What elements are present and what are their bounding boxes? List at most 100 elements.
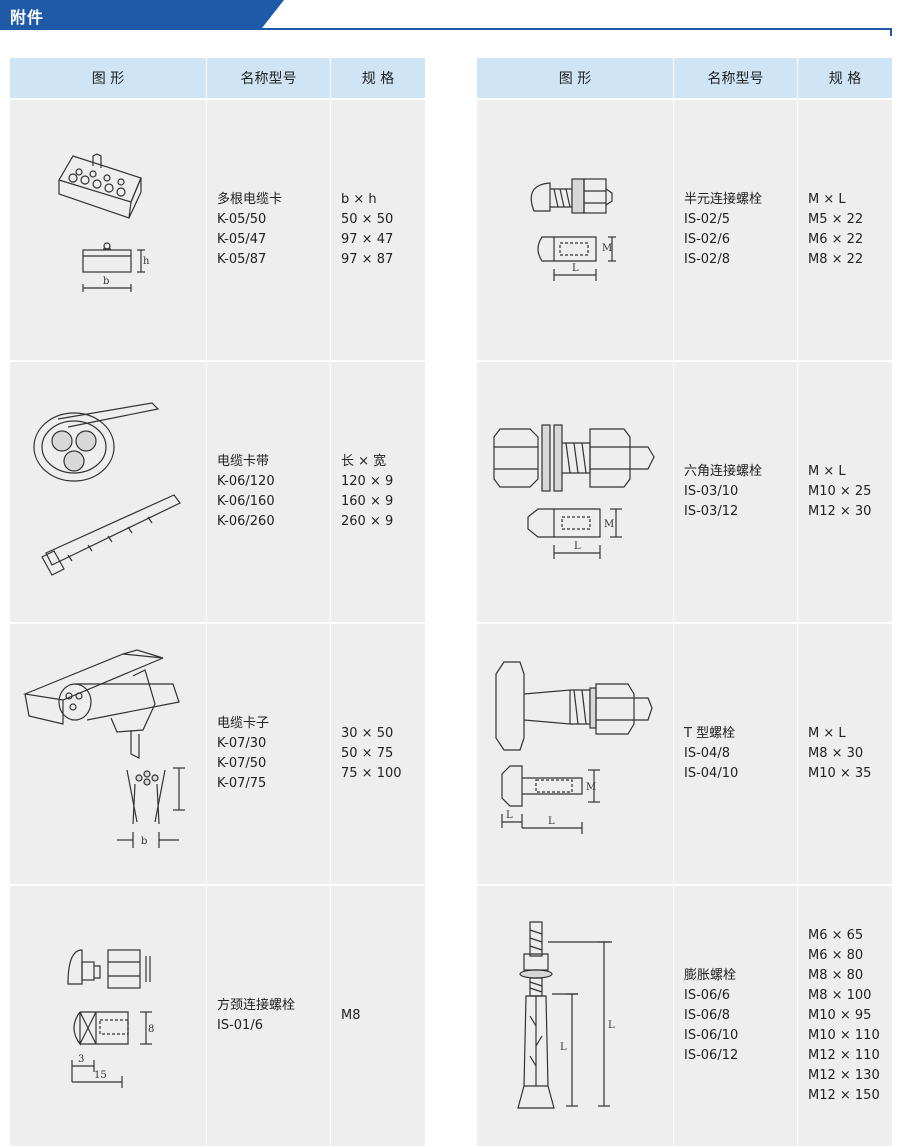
model-number: IS-02/5 (684, 212, 730, 227)
table-row: M L L T 型螺栓 IS-04/8 IS-04/10 M × L M8 × … (477, 622, 892, 884)
spec-value: M8 (341, 1008, 361, 1023)
table-row: 电缆卡带 K-06/120 K-06/160 K-06/260 长 × 宽 12… (10, 360, 425, 622)
dim-label-M: M (604, 519, 614, 530)
expansion-bolt-drawing: L L (517, 921, 615, 1109)
half-round-bolt-drawing: M L (530, 178, 616, 281)
multi-cable-clamp-drawing: h b (58, 153, 150, 292)
figure-cell: b (10, 622, 207, 884)
name-model-cell: 方颈连接螺栓 IS-01/6 (207, 884, 331, 1146)
cable-tie-drawing (33, 402, 181, 576)
model-number: IS-03/10 (684, 484, 739, 499)
name-model-cell: 六角连接螺栓 IS-03/10 IS-03/12 (674, 360, 798, 622)
spec-value: M8 × 100 (808, 988, 872, 1003)
section-divider-end (890, 28, 892, 36)
header-figure: 图 形 (10, 58, 207, 98)
model-number: IS-03/12 (684, 504, 739, 519)
product-name: 六角连接螺栓 (684, 464, 763, 479)
model-number: IS-01/6 (217, 1018, 263, 1033)
name-model-cell: T 型螺栓 IS-04/8 IS-04/10 (674, 622, 798, 884)
spec-value: M10 × 25 (808, 484, 872, 499)
spec-value: M5 × 22 (808, 212, 864, 227)
dim-label-8: 8 (148, 1024, 154, 1035)
spec-cell: M × L M5 × 22 M6 × 22 M8 × 22 (798, 98, 892, 360)
model-number: IS-06/12 (684, 1048, 739, 1063)
name-model-cell: 电缆卡带 K-06/120 K-06/160 K-06/260 (207, 360, 331, 622)
model-number: K-07/75 (217, 776, 267, 791)
figure-cell: M L (477, 98, 674, 360)
section-header: 附件 (0, 0, 900, 36)
spec-value: 长 × 宽 (341, 454, 387, 469)
table-row: L L 膨胀螺栓 IS-06/6 IS-06/8 IS-06/10 IS-06/… (477, 884, 892, 1146)
model-number: K-05/50 (217, 212, 267, 227)
spec-value: M6 × 65 (808, 928, 864, 943)
model-number: IS-06/10 (684, 1028, 739, 1043)
header-name-model: 名称型号 (207, 58, 331, 98)
model-number: K-06/160 (217, 494, 275, 509)
model-number: IS-06/6 (684, 988, 730, 1003)
dim-label-3: 3 (78, 1054, 84, 1065)
figure-cell: M L L (477, 622, 674, 884)
model-number: K-06/120 (217, 474, 275, 489)
header-name-model: 名称型号 (674, 58, 798, 98)
spec-value: 120 × 9 (341, 474, 394, 489)
spec-value: 97 × 47 (341, 232, 394, 247)
spec-value: M6 × 80 (808, 948, 864, 963)
table-row: b 电缆卡子 K-07/30 K-07/50 K-07/75 30 × 50 5… (10, 622, 425, 884)
figure-cell: h b (10, 98, 207, 360)
name-model-cell: 半元连接螺栓 IS-02/5 IS-02/6 IS-02/8 (674, 98, 798, 360)
spec-value: 97 × 87 (341, 252, 394, 267)
dim-label-L: L (572, 263, 579, 274)
spec-value: M8 × 80 (808, 968, 864, 983)
spec-value: 50 × 75 (341, 746, 394, 761)
figure-cell: L L (477, 884, 674, 1146)
model-number: K-07/50 (217, 756, 267, 771)
accessories-table-left: 图 形 名称型号 规 格 h b (10, 58, 425, 1146)
dim-label-L: L (574, 541, 581, 552)
spec-cell: M6 × 65 M6 × 80 M8 × 80 M8 × 100 M10 × 9… (798, 884, 892, 1146)
dim-label-M: M (586, 782, 596, 793)
spec-cell: M8 (331, 884, 425, 1146)
product-name: 电缆卡带 (217, 454, 270, 469)
section-divider (0, 28, 892, 30)
spec-cell: M × L M10 × 25 M12 × 30 (798, 360, 892, 622)
spec-value: M12 × 30 (808, 504, 872, 519)
spec-value: M6 × 22 (808, 232, 864, 247)
dim-label-15: 15 (94, 1070, 107, 1081)
table-row: M L 半元连接螺栓 IS-02/5 IS-02/6 IS-02/8 M × L… (477, 98, 892, 360)
figure-cell: 8 3 15 (10, 884, 207, 1146)
spec-value: 260 × 9 (341, 514, 394, 529)
spec-value: M12 × 150 (808, 1088, 880, 1103)
spec-value: 75 × 100 (341, 766, 402, 781)
spec-value: M × L (808, 464, 846, 479)
section-title-tab: 附件 (0, 0, 284, 28)
product-name: 电缆卡子 (217, 716, 270, 731)
product-name: 方颈连接螺栓 (217, 998, 296, 1013)
table-row: 8 3 15 方颈连接螺栓 IS-01/6 M8 (10, 884, 425, 1146)
spec-value: 160 × 9 (341, 494, 394, 509)
name-model-cell: 多根电缆卡 K-05/50 K-05/47 K-05/87 (207, 98, 331, 360)
table-row: M L 六角连接螺栓 IS-03/10 IS-03/12 M × L M10 ×… (477, 360, 892, 622)
name-model-cell: 膨胀螺栓 IS-06/6 IS-06/8 IS-06/10 IS-06/12 (674, 884, 798, 1146)
model-number: K-06/260 (217, 514, 275, 529)
dim-label-M: M (602, 243, 612, 254)
dim-label-b: b (103, 276, 109, 287)
model-number: K-07/30 (217, 736, 267, 751)
figure-cell (10, 360, 207, 622)
name-model-cell: 电缆卡子 K-07/30 K-07/50 K-07/75 (207, 622, 331, 884)
model-number: K-05/87 (217, 252, 267, 267)
spec-cell: 长 × 宽 120 × 9 160 × 9 260 × 9 (331, 360, 425, 622)
model-number: IS-02/6 (684, 232, 730, 247)
spec-value: M × L (808, 726, 846, 741)
model-number: K-05/47 (217, 232, 267, 247)
model-number: IS-04/8 (684, 746, 730, 761)
spec-value: M12 × 110 (808, 1048, 880, 1063)
hex-bolt-drawing: M L (493, 424, 655, 559)
header-spec: 规 格 (798, 58, 892, 98)
spec-value: 30 × 50 (341, 726, 394, 741)
section-title: 附件 (10, 8, 45, 27)
spec-cell: 30 × 50 50 × 75 75 × 100 (331, 622, 425, 884)
dim-label-h: h (143, 256, 150, 267)
header-figure: 图 形 (477, 58, 674, 98)
product-name: 半元连接螺栓 (684, 192, 763, 207)
dim-label-b: b (141, 836, 147, 847)
